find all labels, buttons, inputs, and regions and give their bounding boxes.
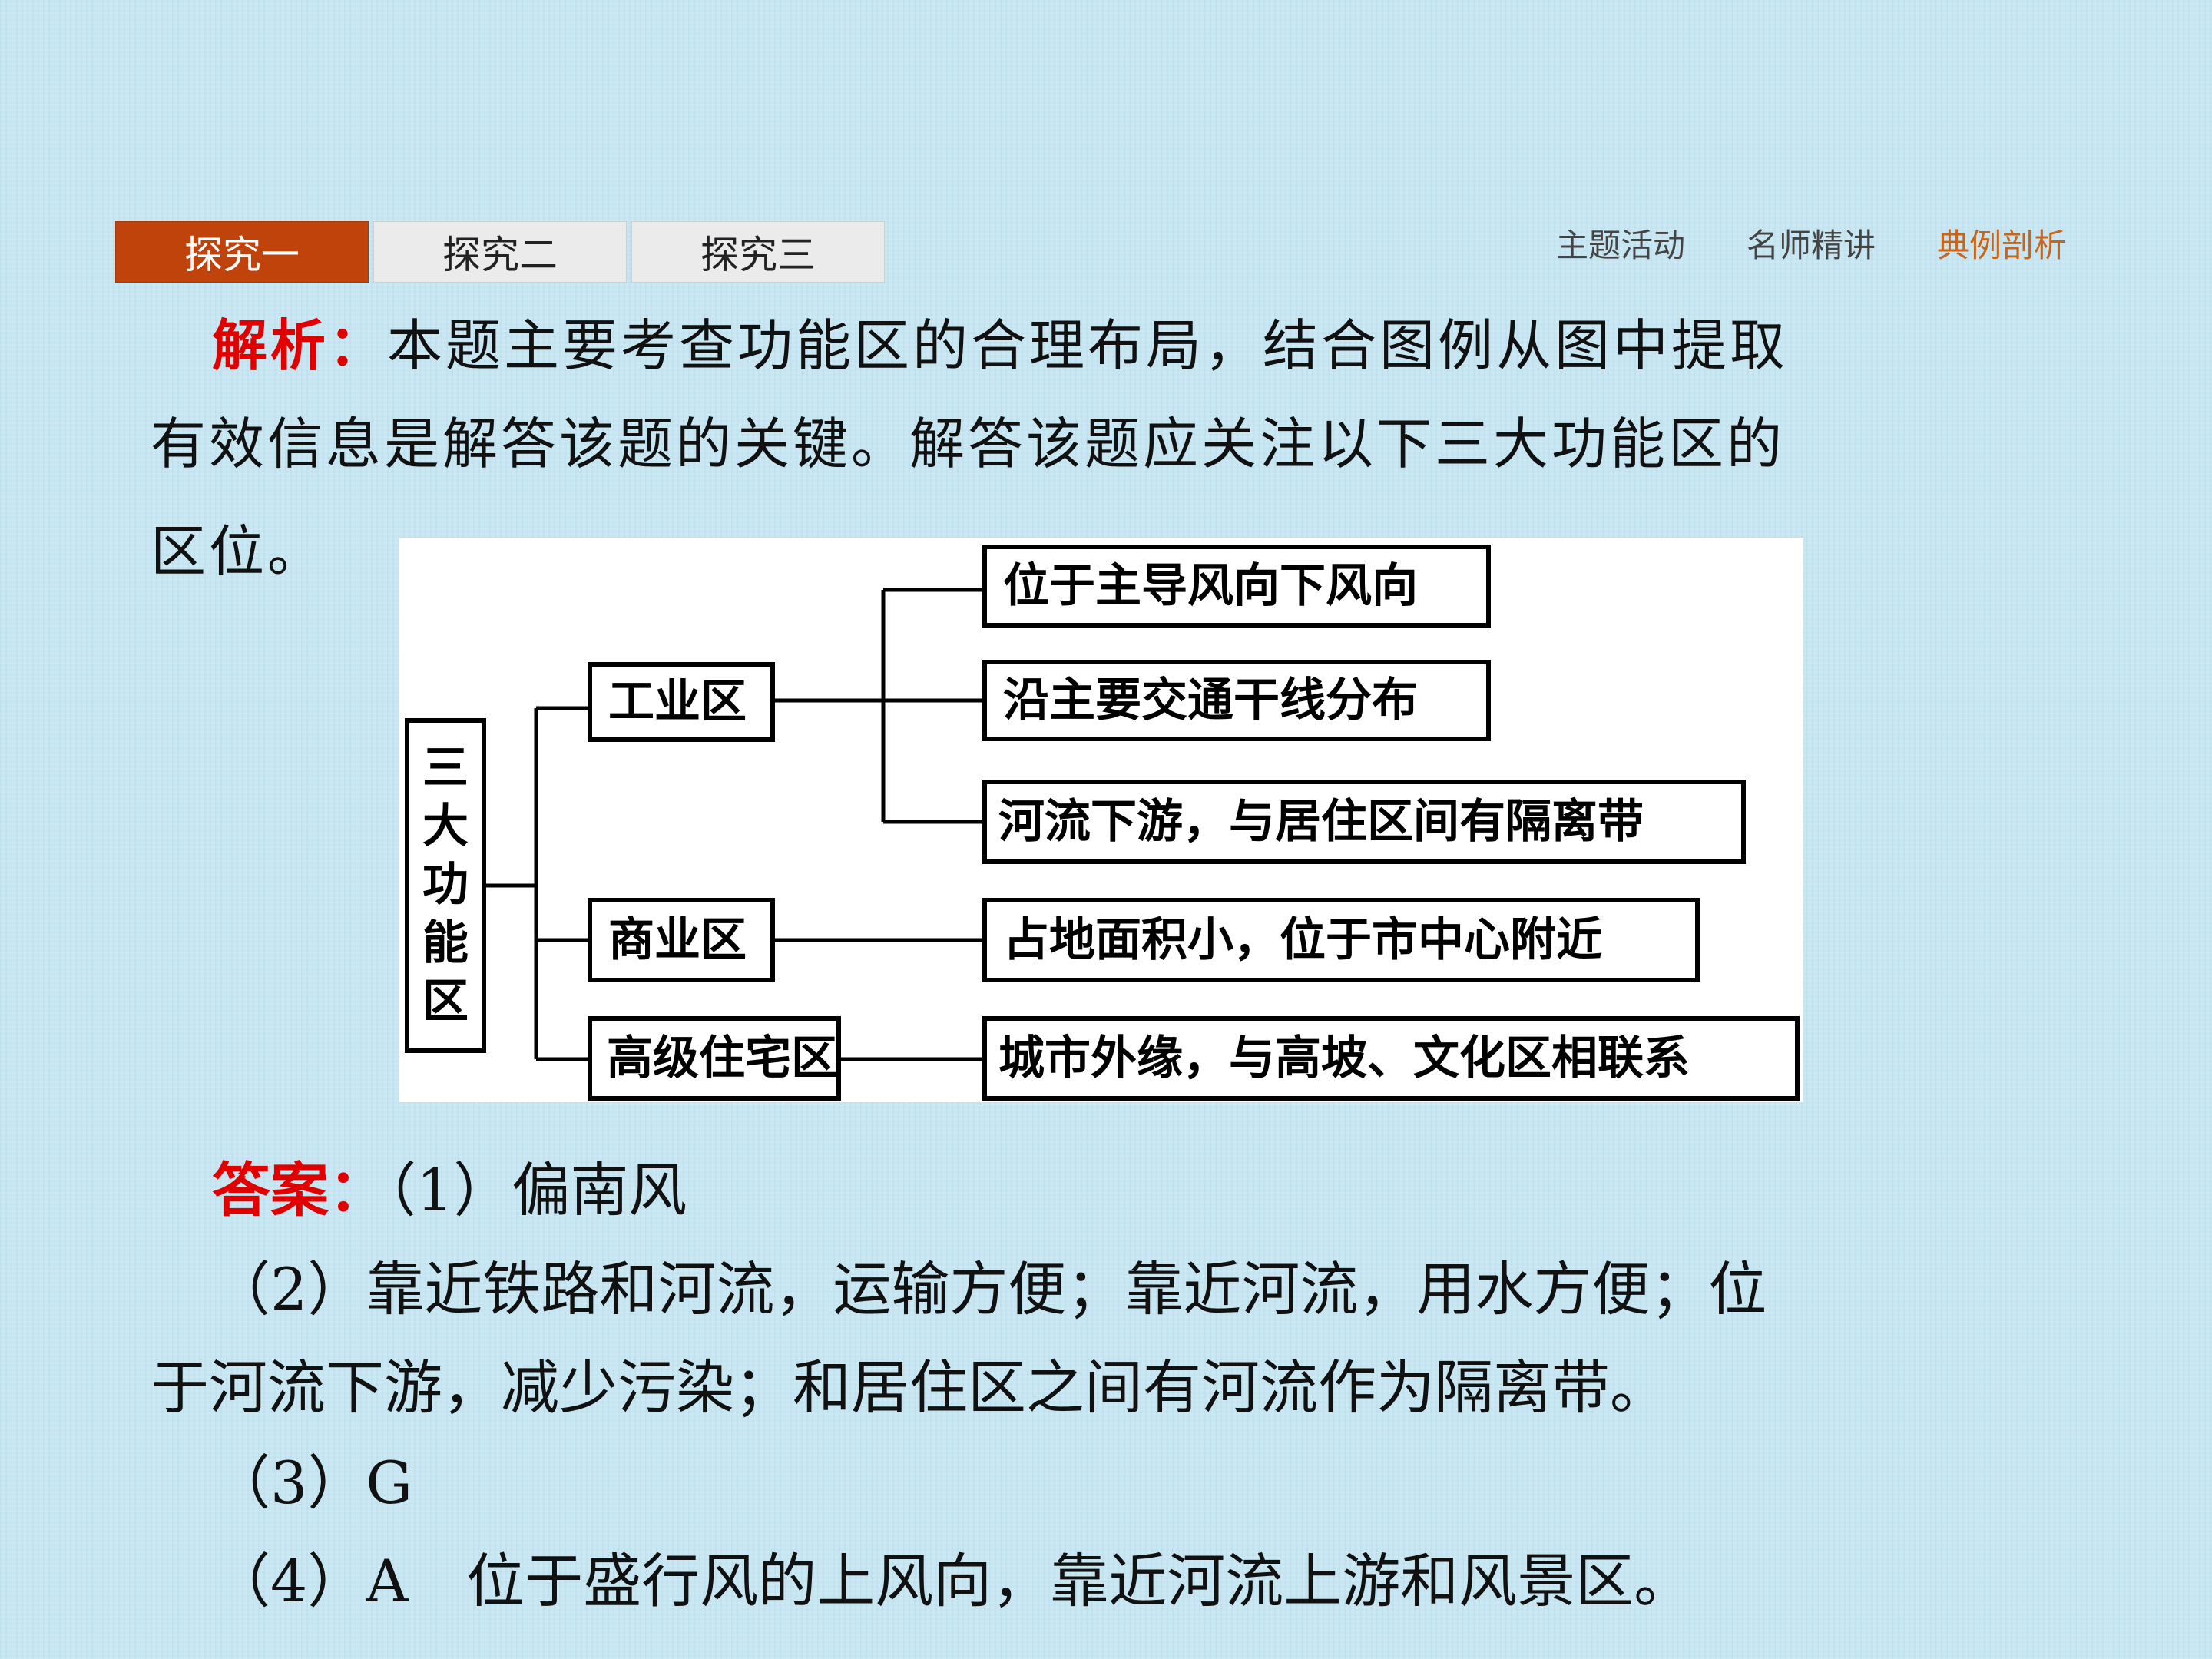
- nav-example-analysis[interactable]: 典例剖析: [1936, 227, 2066, 264]
- analysis-line-2: 有效信息是解答该题的关键。解答该题应关注以下三大功能区的: [151, 412, 1786, 476]
- root-char-3: 功: [422, 858, 469, 912]
- answer-line-1: 答案：（1）偏南风: [212, 1148, 687, 1233]
- tab-explore-2[interactable]: 探究二: [373, 221, 627, 283]
- commercial-label: 商业区: [608, 913, 747, 967]
- com-item-1-box: [982, 898, 1700, 982]
- answer-4: （4）A 位于盛行风的上风向，靠近河流上游和风景区。: [212, 1547, 1693, 1615]
- root-char-2: 大: [422, 800, 469, 853]
- industrial-box: [588, 662, 775, 742]
- residential-box: [588, 1016, 841, 1101]
- nav-teacher-lecture[interactable]: 名师精讲: [1746, 227, 1876, 264]
- tab-explore-1[interactable]: 探究一: [115, 221, 369, 283]
- res-item-1-box: [982, 1016, 1800, 1101]
- analysis-text-1: 本题主要考查功能区的合理布局，结合图例从图中提取: [387, 313, 1789, 378]
- root-char-1: 三: [422, 741, 469, 795]
- function-zone-diagram: 三 大 功 能 区 工业区 商业区 高级住宅区 位于主导风向下风向 沿主要交通干…: [399, 538, 1803, 1102]
- analysis-label: 解析：: [212, 313, 388, 378]
- top-nav: 主题活动 名师精讲 典例剖析: [1495, 223, 2066, 269]
- answer-2-line-1: （2）靠近铁路和河流，运输方便；靠近河流，用水方便；位: [212, 1255, 1767, 1323]
- com-item-1-label: 占地面积小，位于市中心附近: [1003, 913, 1602, 967]
- analysis-line-1: 解析：本题主要考查功能区的合理布局，结合图例从图中提取: [151, 296, 2048, 395]
- answer-3: （3）G: [212, 1449, 413, 1517]
- root-char-5: 区: [422, 975, 469, 1028]
- analysis-line-3: 区位。: [151, 519, 326, 584]
- ind-item-2-box: [982, 660, 1491, 741]
- ind-item-2-label: 沿主要交通干线分布: [1003, 674, 1418, 727]
- industrial-label: 工业区: [608, 675, 747, 729]
- answer-label: 答案：: [212, 1156, 387, 1224]
- root-box: [405, 718, 486, 1053]
- nav-theme-activity[interactable]: 主题活动: [1555, 227, 1685, 264]
- answer-1: （1）偏南风: [387, 1156, 687, 1224]
- ind-item-3-box: [982, 780, 1746, 864]
- res-item-1-label: 城市外缘，与高坡、文化区相联系: [998, 1031, 1690, 1085]
- commercial-box: [588, 898, 775, 982]
- ind-item-1-box: [982, 545, 1491, 628]
- tab-bar: 探究一 探究二 探究三: [115, 221, 889, 283]
- diagram-svg: 三 大 功 能 区 工业区 商业区 高级住宅区 位于主导风向下风向 沿主要交通干…: [405, 545, 1800, 1101]
- residential-label: 高级住宅区: [607, 1031, 837, 1085]
- tab-explore-3[interactable]: 探究三: [631, 221, 885, 283]
- root-char-4: 能: [422, 916, 469, 970]
- ind-item-3-label: 河流下游，与居住区间有隔离带: [998, 795, 1644, 849]
- answer-2-line-2: 于河流下游，减少污染；和居住区之间有河流作为隔离带。: [151, 1353, 1668, 1422]
- ind-item-1-label: 位于主导风向下风向: [1003, 559, 1418, 613]
